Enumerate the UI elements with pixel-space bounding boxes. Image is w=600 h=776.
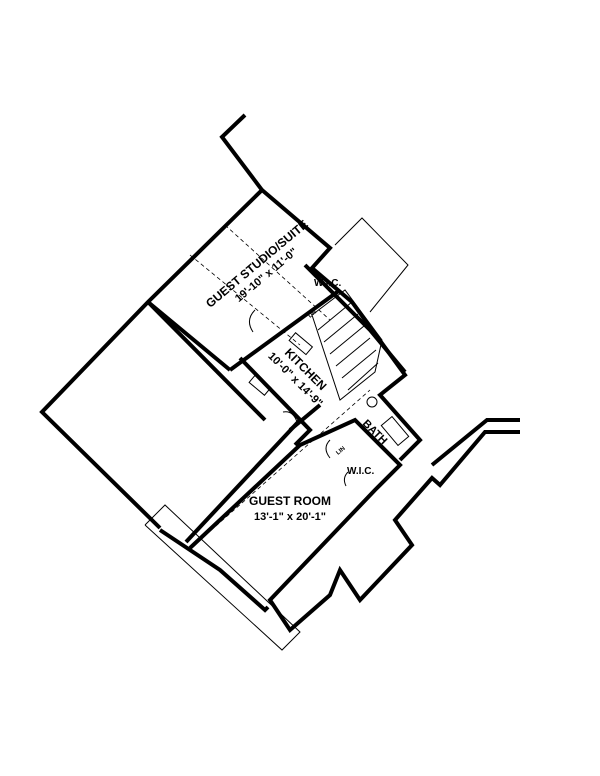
linen-label: LIN <box>335 446 346 457</box>
stairs <box>311 289 383 401</box>
wic-lower-label: W.I.C. <box>347 466 374 477</box>
stairs-dn-label: DN <box>307 309 317 319</box>
wic-upper-label: W.I.C. <box>314 278 341 289</box>
secondary-lines <box>144 217 410 651</box>
guest-room-size: 13'-1" x 20'-1" <box>254 511 326 523</box>
exterior-walls <box>39 113 520 634</box>
guest-room-name: GUEST ROOM <box>249 494 331 508</box>
